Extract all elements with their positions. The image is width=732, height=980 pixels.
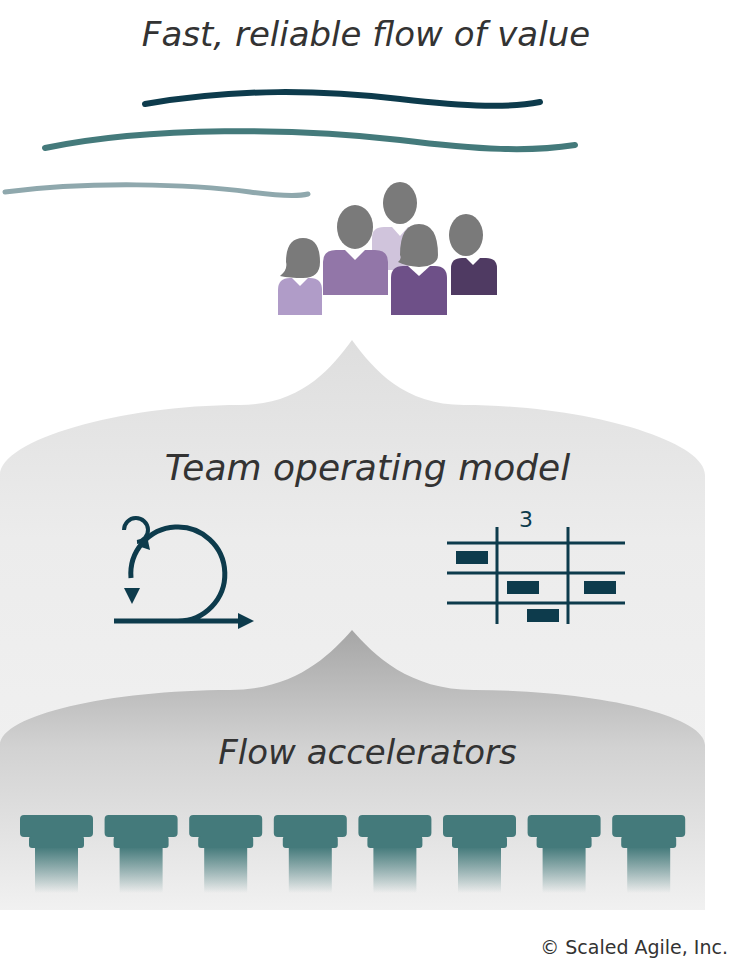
kanban-board-icon — [447, 527, 625, 624]
pillar — [612, 815, 685, 893]
flow-wave — [5, 185, 308, 195]
pillar — [20, 815, 93, 893]
diagram-title: Fast, reliable flow of value — [0, 14, 732, 54]
band-title: Flow accelerators — [218, 732, 517, 772]
flow-accelerators-band: Flow accelerators — [0, 630, 705, 910]
iteration-icon — [114, 518, 240, 621]
pillar-row — [20, 815, 685, 893]
flow-wave — [45, 131, 575, 149]
wip-limit-number: 3 — [519, 507, 533, 532]
band-title: Team operating model — [165, 447, 570, 488]
pillar — [105, 815, 178, 893]
pillar — [358, 815, 431, 893]
pillar — [443, 815, 516, 893]
pillar — [189, 815, 262, 893]
flow-wave — [145, 92, 540, 106]
pillar — [274, 815, 347, 893]
team-people-icon — [278, 182, 497, 315]
copyright-note: © Scaled Agile, Inc. — [540, 936, 728, 958]
band-shape — [0, 630, 705, 910]
band-shape — [0, 340, 705, 910]
pillar — [528, 815, 601, 893]
